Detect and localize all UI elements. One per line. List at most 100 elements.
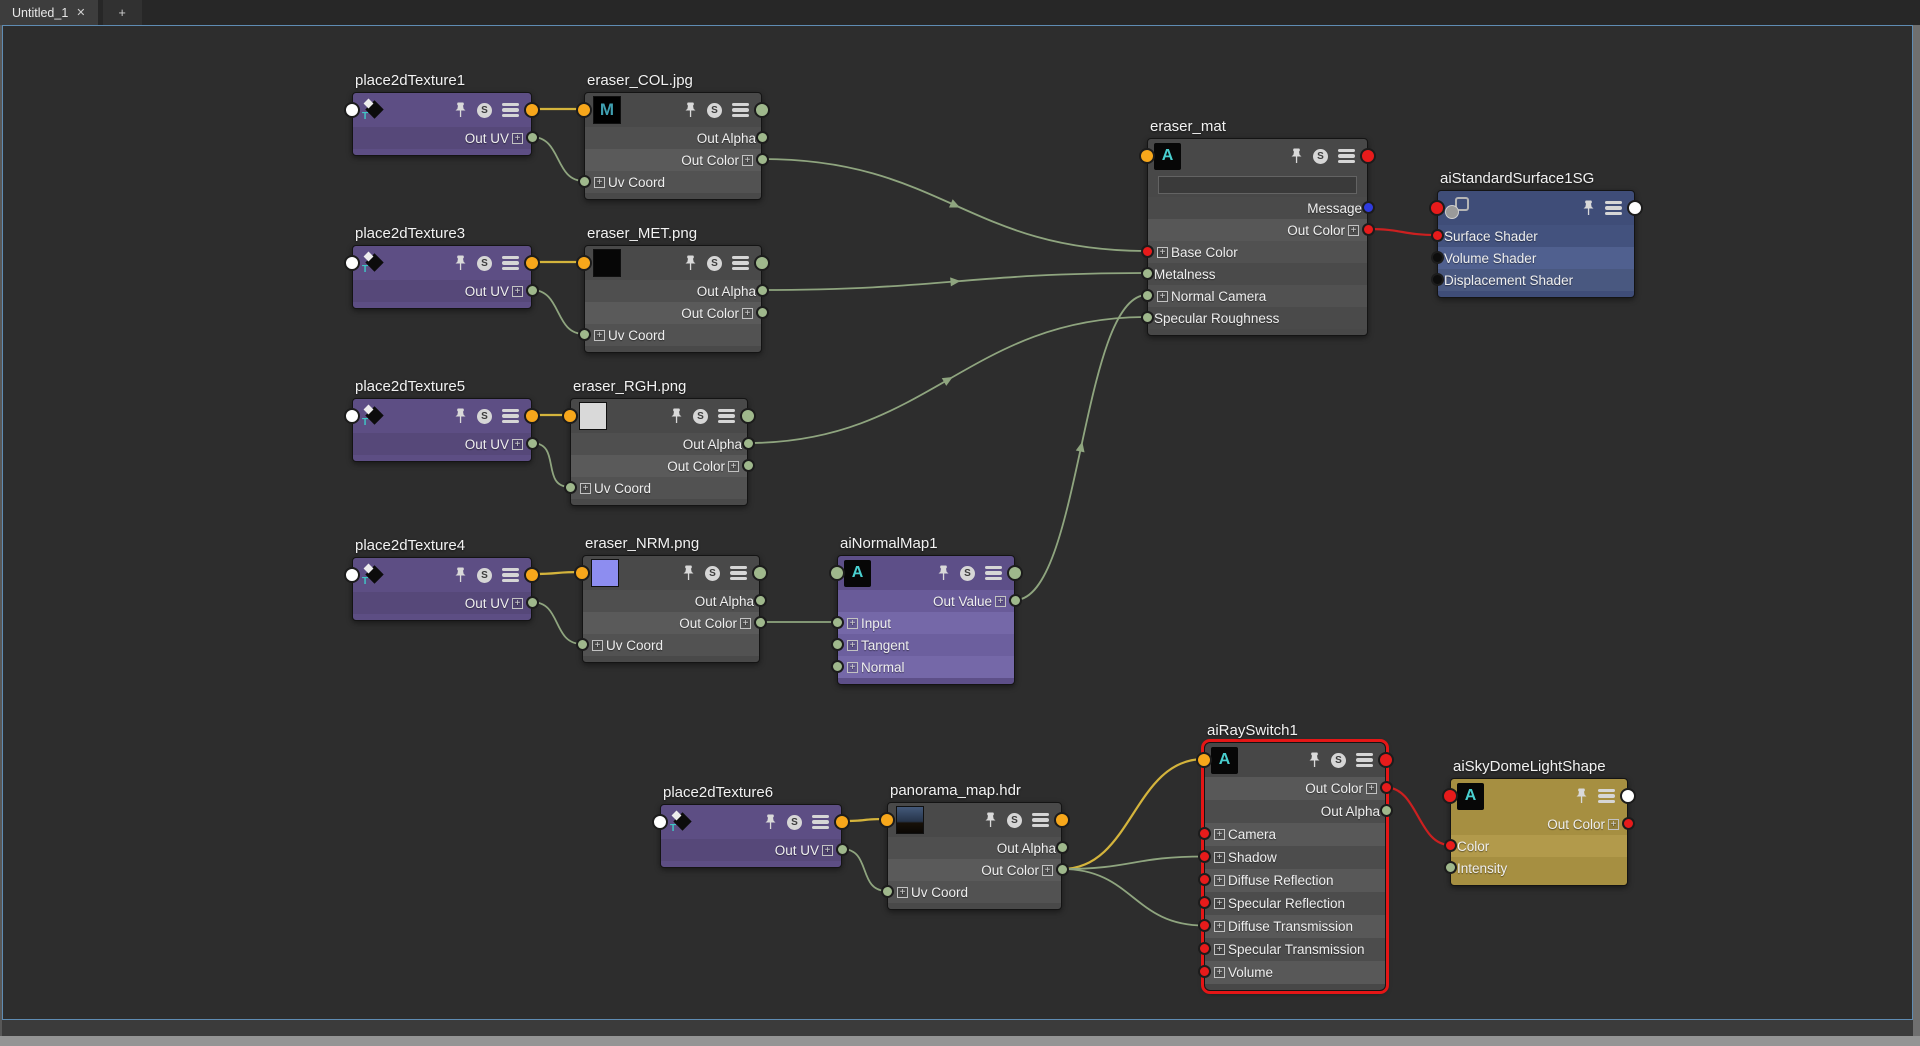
expand-icon[interactable]: + [512,438,523,450]
row-displacement-shader[interactable]: Displacement Shader [1438,269,1634,291]
port-out-color[interactable] [755,305,769,319]
collapse-bars-icon[interactable] [730,565,747,581]
expand-icon[interactable]: + [1214,875,1225,886]
tab-close-icon[interactable]: ✕ [76,7,86,19]
swatch-icon[interactable]: S [1007,812,1022,828]
collapse-bars-icon[interactable] [502,102,519,118]
row-out-color[interactable]: Out Color+ [1451,813,1627,835]
wire-place2dTexture3.out-uv-to-eraser_MET.uv-coord[interactable] [531,289,585,335]
port-out-color[interactable] [1361,222,1375,236]
port-out-uv[interactable] [525,595,539,609]
port-out-alpha[interactable] [1055,840,1069,854]
expand-icon[interactable]: + [512,285,523,297]
row-out-color[interactable]: Out Color+ [1205,777,1385,800]
expand-icon[interactable]: + [1042,864,1053,876]
pin-icon[interactable] [454,567,467,583]
port-header-in[interactable] [829,565,845,581]
wire-place2dTexture1.out-uv-to-eraser_COL.uv-coord[interactable] [531,136,585,182]
port-message[interactable] [1361,200,1375,214]
port-header-out[interactable] [524,567,540,583]
port-header-out[interactable] [1627,200,1643,216]
expand-icon[interactable]: + [1214,921,1225,932]
expand-icon[interactable]: + [592,639,603,651]
port-out-color[interactable] [753,615,767,629]
collapse-bars-icon[interactable] [732,102,749,118]
expand-icon[interactable]: + [1214,898,1225,909]
row-volume-shader[interactable]: Volume Shader [1438,247,1634,269]
port-header-out[interactable] [1620,788,1636,804]
expand-icon[interactable]: + [742,154,753,166]
wire-place2dTexture6.out-uv-to-panorama_map.uv-coord[interactable] [841,848,888,892]
pin-icon[interactable] [684,102,697,118]
texture-thumbnail[interactable] [896,806,924,834]
port-camera[interactable] [1197,827,1211,840]
port-tangent[interactable] [830,637,844,651]
pin-icon[interactable] [764,814,777,830]
port-header-out[interactable] [524,255,540,271]
row-uv-coord[interactable]: +Uv Coord [585,171,761,193]
port-out-alpha[interactable] [753,593,767,607]
row-out-alpha[interactable]: Out Alpha [888,837,1061,859]
port-volume[interactable] [1197,965,1211,978]
port-header-in[interactable] [576,102,592,118]
port-color[interactable] [1443,838,1457,852]
node-header[interactable]: S [571,399,747,433]
row-base-color[interactable]: +Base Color [1148,241,1367,263]
port-out-alpha[interactable] [755,130,769,144]
row-uv-coord[interactable]: +Uv Coord [583,634,759,656]
row-out-value[interactable]: Out Value+ [838,590,1014,612]
swatch-icon[interactable]: S [705,565,720,581]
port-displacement-shader[interactable] [1430,272,1444,286]
port-intensity[interactable] [1443,860,1457,874]
expand-icon[interactable]: + [897,886,908,898]
wire-place2dTexture4.out-uv-to-eraser_NRM.uv-coord[interactable] [531,601,583,645]
swatch-icon[interactable]: S [787,814,802,830]
port-header-out[interactable] [754,102,770,118]
pin-icon[interactable] [454,102,467,118]
port-out-uv[interactable] [525,130,539,144]
port-specular-roughness[interactable] [1140,310,1154,324]
expand-icon[interactable]: + [594,176,605,188]
port-uv-coord[interactable] [577,327,591,341]
row-out-color[interactable]: Out Color+ [585,149,761,171]
expand-icon[interactable]: + [822,844,833,856]
collapse-bars-icon[interactable] [1598,788,1615,804]
row-specular-roughness[interactable]: Specular Roughness [1148,307,1367,329]
port-header-in[interactable] [652,814,668,830]
row-camera[interactable]: +Camera [1205,823,1385,846]
pin-icon[interactable] [1308,752,1321,768]
wire-aiRaySwitch1.out-color-to-aiSkyDomeLightShape.color[interactable] [1385,786,1451,847]
collapse-bars-icon[interactable] [502,408,519,424]
wire-eraser_mat.out-color-to-aiStandardSurface1SG.surface-shader[interactable] [1367,227,1438,237]
row-volume[interactable]: +Volume [1205,961,1385,984]
pin-icon[interactable] [937,565,950,581]
expand-icon[interactable]: + [1608,818,1619,830]
expand-icon[interactable]: + [1214,944,1225,955]
expand-icon[interactable]: + [1366,783,1377,794]
swatch-icon[interactable]: S [693,408,708,424]
row-specular-reflection[interactable]: +Specular Reflection [1205,892,1385,915]
row-uv-coord[interactable]: +Uv Coord [585,324,761,346]
row-out-alpha[interactable]: Out Alpha [571,433,747,455]
wire-panorama_map.out-color-to-aiRaySwitch1.diffuse-transmission[interactable] [1061,868,1205,927]
port-input[interactable] [830,615,844,629]
expand-icon[interactable]: + [728,460,739,472]
collapse-bars-icon[interactable] [502,255,519,271]
row-out-alpha[interactable]: Out Alpha [585,127,761,149]
row-specular-transmission[interactable]: +Specular Transmission [1205,938,1385,961]
port-header-in[interactable] [344,102,360,118]
port-header-out[interactable] [834,814,850,830]
row-out-alpha[interactable]: Out Alpha [1205,800,1385,823]
